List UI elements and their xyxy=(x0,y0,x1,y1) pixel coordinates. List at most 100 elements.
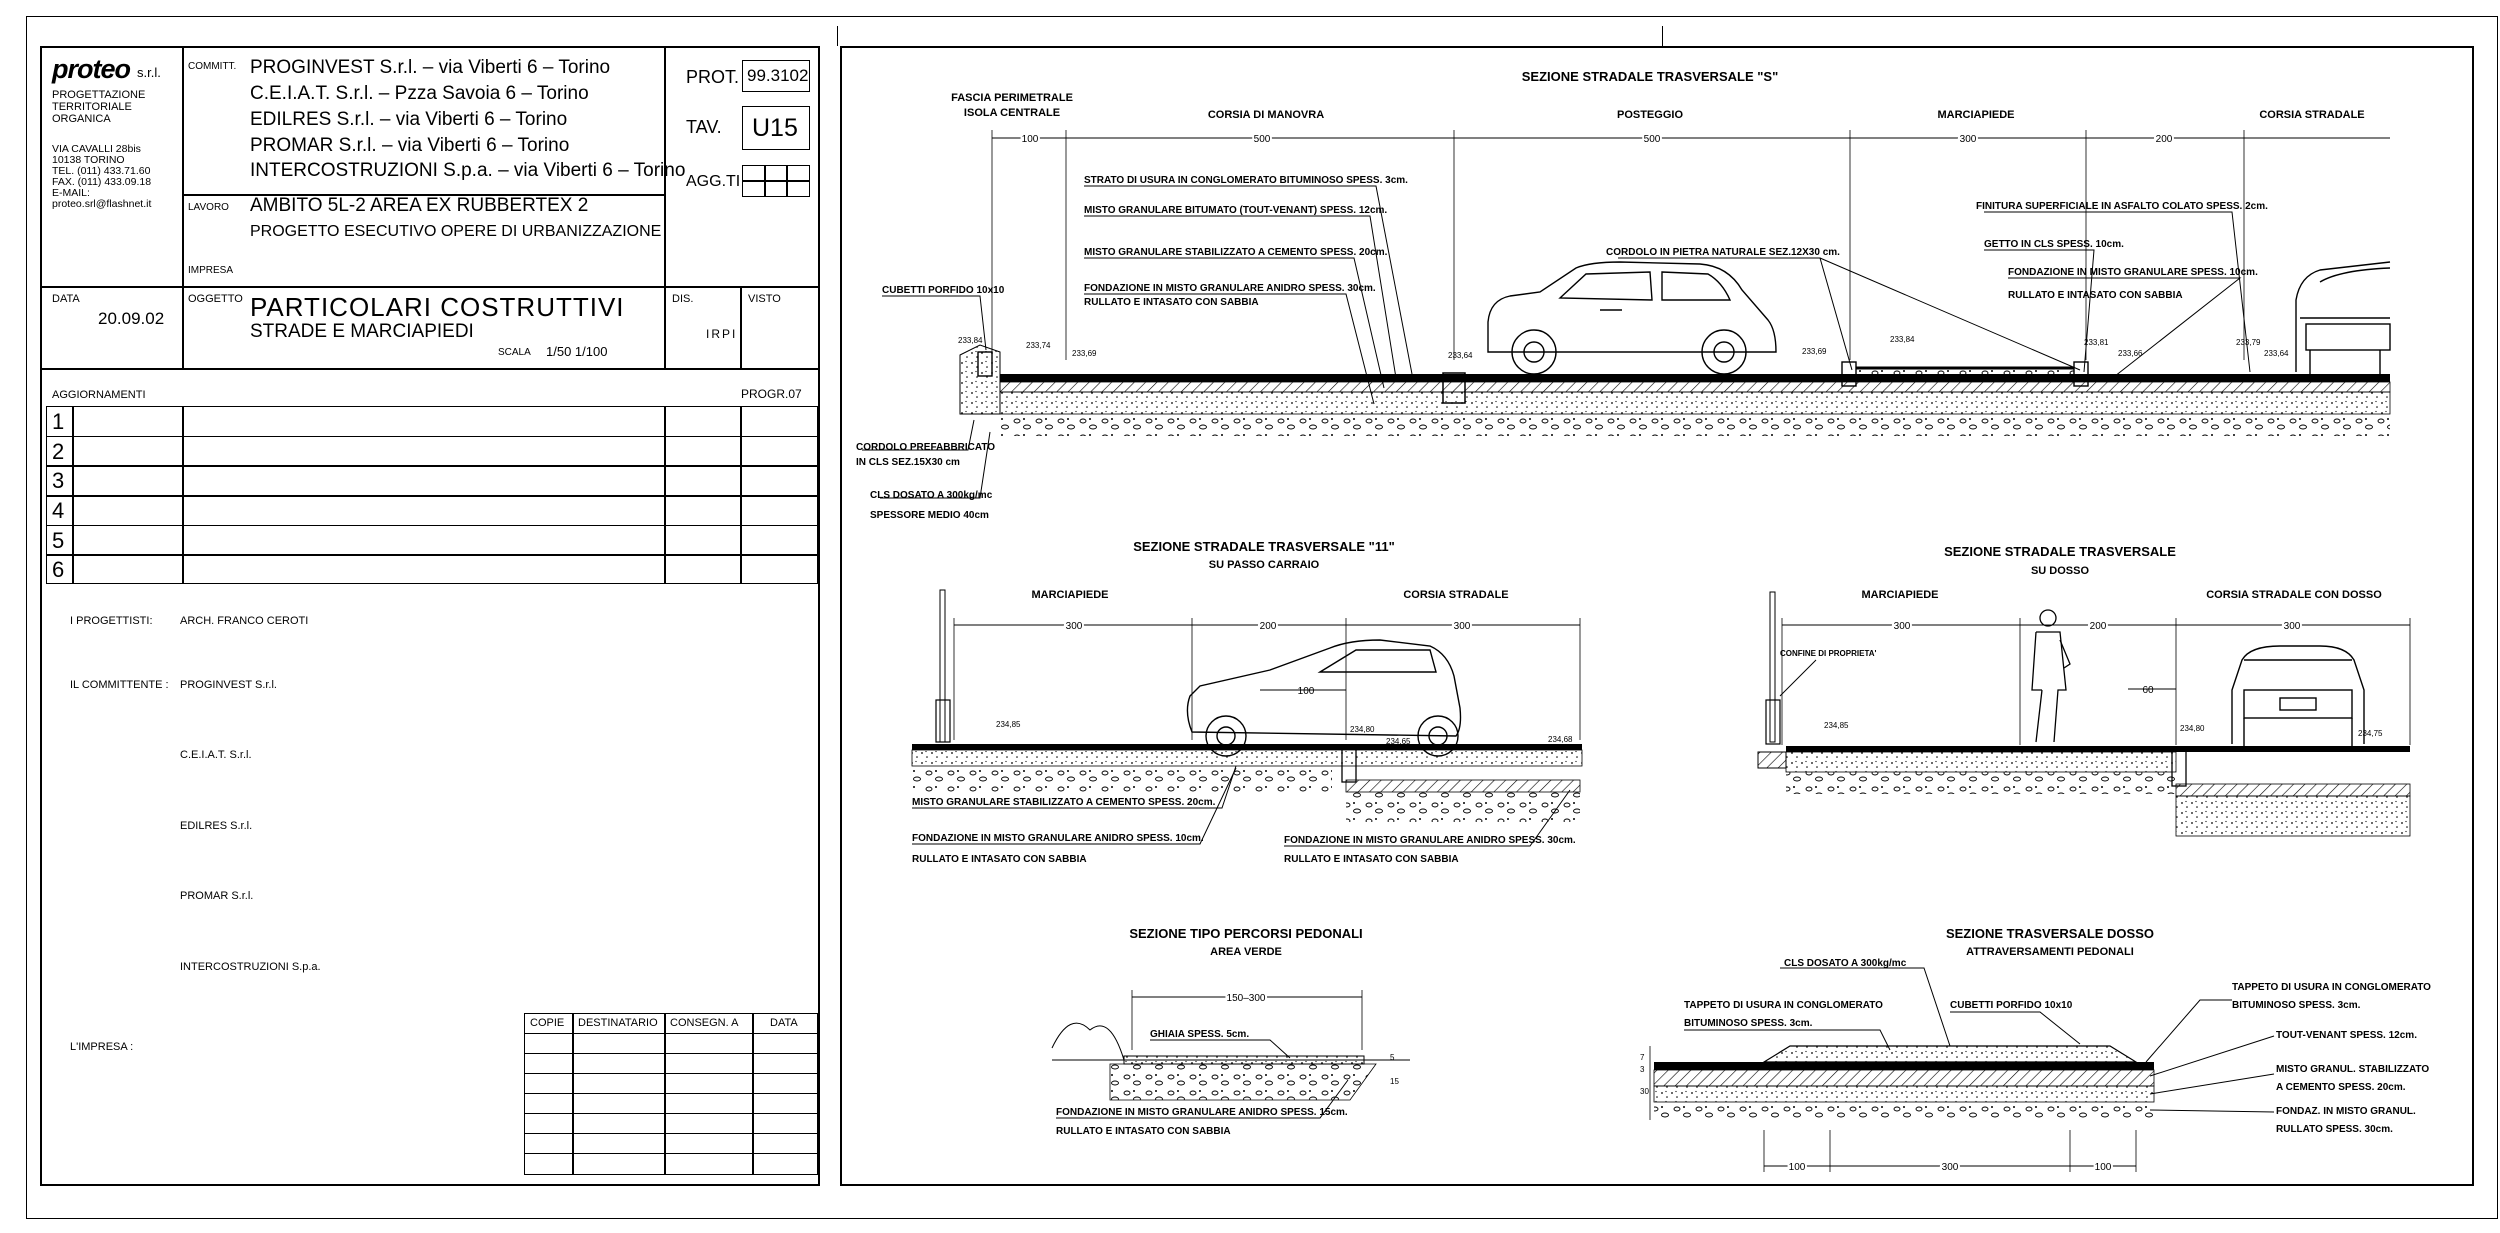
updates-row-line xyxy=(46,465,818,467)
callout: CLS DOSATO A 300kg/mc xyxy=(1784,958,1907,969)
address-line: FAX. (011) 433.09.18 xyxy=(52,176,152,188)
zone-label: CORSIA STRADALE xyxy=(2259,109,2364,121)
section-subtitle: SU DOSSO xyxy=(2031,565,2090,577)
level: 233,64 xyxy=(2264,349,2289,358)
firm-line: PROGETTAZIONE xyxy=(52,89,146,101)
level: 233,66 xyxy=(2118,349,2143,358)
copie-row-line xyxy=(524,1153,818,1155)
zone-label: FASCIA PERIMETRALE xyxy=(951,92,1073,104)
scala-value: 1/50 1/100 xyxy=(546,344,608,359)
callout: CONFINE DI PROPRIETA' xyxy=(1780,649,1877,658)
copie-row-line xyxy=(524,1053,818,1055)
callout: TOUT-VENANT SPESS. 12cm. xyxy=(2276,1030,2417,1041)
tav-value: U15 xyxy=(752,114,798,142)
callout: MISTO GRANULARE BITUMATO (TOUT-VENANT) S… xyxy=(1084,205,1387,216)
callout: RULLATO E INTASATO CON SABBIA xyxy=(2008,290,2183,301)
updates-row-line xyxy=(46,435,818,438)
callout: CORDOLO IN PIETRA NATURALE SEZ.12X30 cm. xyxy=(1606,247,1840,258)
callout: RULLATO E INTASATO CON SABBIA xyxy=(1284,854,1459,865)
dim-label: 300 xyxy=(1066,621,1083,632)
committente-label: IL COMMITTENTE : xyxy=(70,679,169,691)
callout: FONDAZ. IN MISTO GRANUL. xyxy=(2276,1106,2416,1117)
dim-label: 5 xyxy=(1390,1053,1395,1062)
zone-label: POSTEGGIO xyxy=(1617,109,1683,121)
aggti-grid xyxy=(764,165,766,197)
oggetto-label: OGGETTO xyxy=(188,293,243,305)
dim-label: 300 xyxy=(1942,1162,1959,1173)
dim-label: 150–300 xyxy=(1227,993,1266,1004)
dim-label: 200 xyxy=(2090,621,2107,632)
logo: proteo xyxy=(52,54,131,84)
level: 233,69 xyxy=(1802,347,1827,356)
callout: RULLATO E INTASATO CON SABBIA xyxy=(912,854,1087,865)
dim-label: 100 xyxy=(2095,1162,2112,1173)
section-subtitle: ATTRAVERSAMENTI PEDONALI xyxy=(1966,946,2134,958)
callout: MISTO GRANULARE STABILIZZATO A CEMENTO S… xyxy=(912,797,1216,808)
zone-label: MARCIAPIEDE xyxy=(1861,589,1938,601)
committente-line: EDILRES S.r.l. – via Viberti 6 – Torino xyxy=(250,109,568,130)
lavoro-label: LAVORO xyxy=(188,202,229,213)
callout: FONDAZIONE IN MISTO GRANULARE ANIDRO SPE… xyxy=(912,833,1204,844)
committente-line: PROGINVEST S.r.l. – via Viberti 6 – Tori… xyxy=(250,57,611,78)
section-11: SEZIONE STRADALE TRASVERSALE "11" SU PAS… xyxy=(911,539,1583,865)
aggiornamenti-label: AGGIORNAMENTI xyxy=(52,389,146,401)
callout: FINITURA SUPERFICIALE IN ASFALTO COLATO … xyxy=(1976,201,2268,212)
tb-line xyxy=(40,286,820,288)
callout: RULLATO E INTASATO CON SABBIA xyxy=(1056,1126,1231,1137)
section-dosso: SEZIONE STRADALE TRASVERSALE SU DOSSO MA… xyxy=(1757,544,2411,837)
callout: MISTO GRANUL. STABILIZZATO xyxy=(2276,1064,2429,1075)
section-subtitle: AREA VERDE xyxy=(1210,946,1282,958)
level: 233,79 xyxy=(2236,338,2261,347)
dim-label: 15 xyxy=(1390,1077,1399,1086)
impresa-label: IMPRESA xyxy=(188,265,234,276)
copie-header: DATA xyxy=(770,1017,798,1029)
callout: FONDAZIONE IN MISTO GRANULARE ANIDRO SPE… xyxy=(1056,1107,1348,1118)
committente-line: INTERCOSTRUZIONI S.p.a. – via Viberti 6 … xyxy=(250,160,686,181)
dis-label: DIS. xyxy=(672,293,694,305)
committente-item: PROGINVEST S.r.l. xyxy=(180,679,277,691)
level: 234,85 xyxy=(1824,721,1849,730)
section-title: SEZIONE STRADALE TRASVERSALE "11" xyxy=(1133,539,1395,554)
tb-line xyxy=(40,368,820,370)
level: 233,84 xyxy=(958,336,983,345)
zone-label: CORSIA STRADALE xyxy=(1403,589,1508,601)
firm-line: TERRITORIALE xyxy=(52,101,132,113)
tav-box xyxy=(742,106,810,150)
callout: CUBETTI PORFIDO 10x10 xyxy=(1950,1000,2073,1011)
callout: GHIAIA SPESS. 5cm. xyxy=(1150,1029,1249,1040)
callout: FONDAZIONE IN MISTO GRANULARE ANIDRO SPE… xyxy=(1284,835,1576,846)
lavoro-line: AMBITO 5L-2 AREA EX RUBBERTEX 2 xyxy=(250,195,589,216)
tb-line xyxy=(182,194,664,196)
aggti-grid xyxy=(742,180,810,182)
dim-label: 30 xyxy=(1640,1087,1649,1096)
committente-item: C.E.I.A.T. S.r.l. xyxy=(180,749,252,761)
callout: TAPPETO DI USURA IN CONGLOMERATO xyxy=(1684,1000,1883,1011)
zone-label: MARCIAPIEDE xyxy=(1031,589,1108,601)
callout: CORDOLO PREFABBRICATO xyxy=(856,442,995,453)
progettisti-value: ARCH. FRANCO CEROTI xyxy=(180,615,309,627)
level: 234,80 xyxy=(2180,724,2205,733)
callout: TAPPETO DI USURA IN CONGLOMERATO xyxy=(2232,982,2431,993)
impresa-bottom-label: L'IMPRESA : xyxy=(70,1041,134,1053)
progettisti-label: I PROGETTISTI: xyxy=(70,615,153,627)
prot-box xyxy=(742,60,810,92)
scala-label: SCALA xyxy=(498,347,531,358)
callout: IN CLS SEZ.15X30 cm xyxy=(856,457,960,468)
car-drawing xyxy=(1186,639,1462,757)
oggetto-line: STRADE E MARCIAPIEDI xyxy=(250,321,474,342)
address-line: proteo.srl@flashnet.it xyxy=(52,198,152,210)
level: 233,69 xyxy=(1072,349,1097,358)
section-subtitle: SU PASSO CARRAIO xyxy=(1209,559,1320,571)
callout: RULLATO SPESS. 30cm. xyxy=(2276,1124,2393,1135)
title-block-frame xyxy=(40,46,820,1186)
firm-line: ORGANICA xyxy=(52,113,111,125)
section-s: SEZIONE STRADALE TRASVERSALE "S" FASCIA … xyxy=(856,69,2391,521)
committente-item: PROMAR S.r.l. xyxy=(180,890,254,902)
committente-item: INTERCOSTRUZIONI S.p.a. xyxy=(180,961,321,973)
sheet-border xyxy=(26,16,2498,1219)
car-drawing xyxy=(1487,261,1777,375)
dim-label: 300 xyxy=(1894,621,1911,632)
aggti-grid xyxy=(786,165,788,197)
level: 233,84 xyxy=(1890,335,1915,344)
callout: FONDAZIONE IN MISTO GRANULARE SPESS. 10c… xyxy=(2008,267,2258,278)
